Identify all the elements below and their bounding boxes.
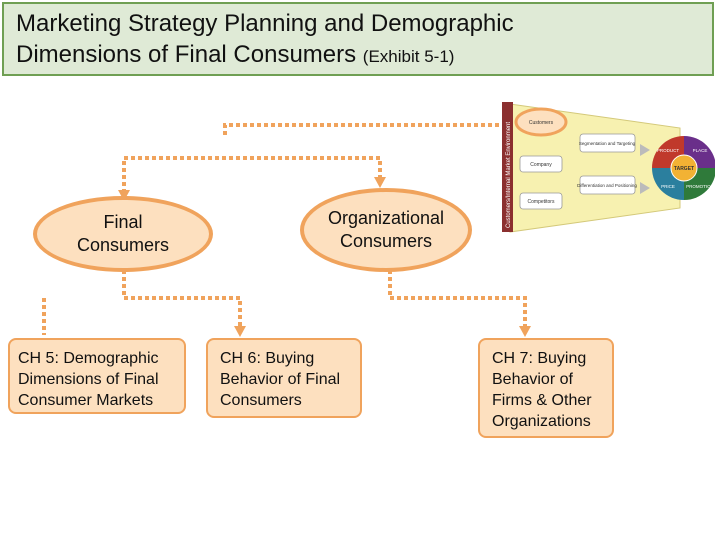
wheel-label-promotion: PROMOTION (686, 184, 714, 189)
framework-company-label: Company (530, 162, 552, 168)
connector-org-to-ch7 (390, 270, 525, 328)
connector-to-framework (225, 125, 505, 135)
ch6-text: CH 6: Buying Behavior of Final Consumers (220, 350, 340, 409)
organizational-consumers-node: Organizational Consumers (300, 188, 472, 272)
framework-side-label: Customers/Internal Market Environment (506, 122, 512, 228)
strategy-framework-graphic: Customers/Internal Market Environment Cu… (500, 100, 715, 235)
wheel-label-place: PLACE (693, 148, 708, 153)
ch6-box: CH 6: Buying Behavior of Final Consumers (206, 338, 362, 418)
ch7-box: CH 7: Buying Behavior of Firms & Other O… (478, 338, 614, 438)
arrowhead-ch7 (519, 326, 531, 337)
wheel-label-product: PRODUCT (657, 148, 680, 153)
framework-customers-label: Customers (529, 120, 554, 126)
framework-segmentation-label: Segmentation and Targeting (579, 141, 636, 146)
framework-differentiation-label: Differentiation and Positioning (577, 183, 637, 188)
ch5-box: CH 5: Demographic Dimensions of Final Co… (8, 338, 186, 414)
ch5-text: CH 5: Demographic Dimensions of Final Co… (18, 350, 159, 409)
wheel-center-label: TARGET (674, 166, 694, 172)
arrowhead-ch6 (234, 326, 246, 337)
connector-final-split (124, 270, 240, 328)
wheel-label-price: PRICE (661, 184, 675, 189)
framework-competitors-label: Competitors (528, 199, 555, 205)
final-consumers-node: Final Consumers (33, 196, 213, 272)
arrowhead-org (374, 177, 386, 188)
ch7-text: CH 7: Buying Behavior of Firms & Other O… (492, 350, 592, 430)
marketing-mix-wheel: TARGET PRODUCT PLACE PROMOTION PRICE (652, 136, 715, 200)
